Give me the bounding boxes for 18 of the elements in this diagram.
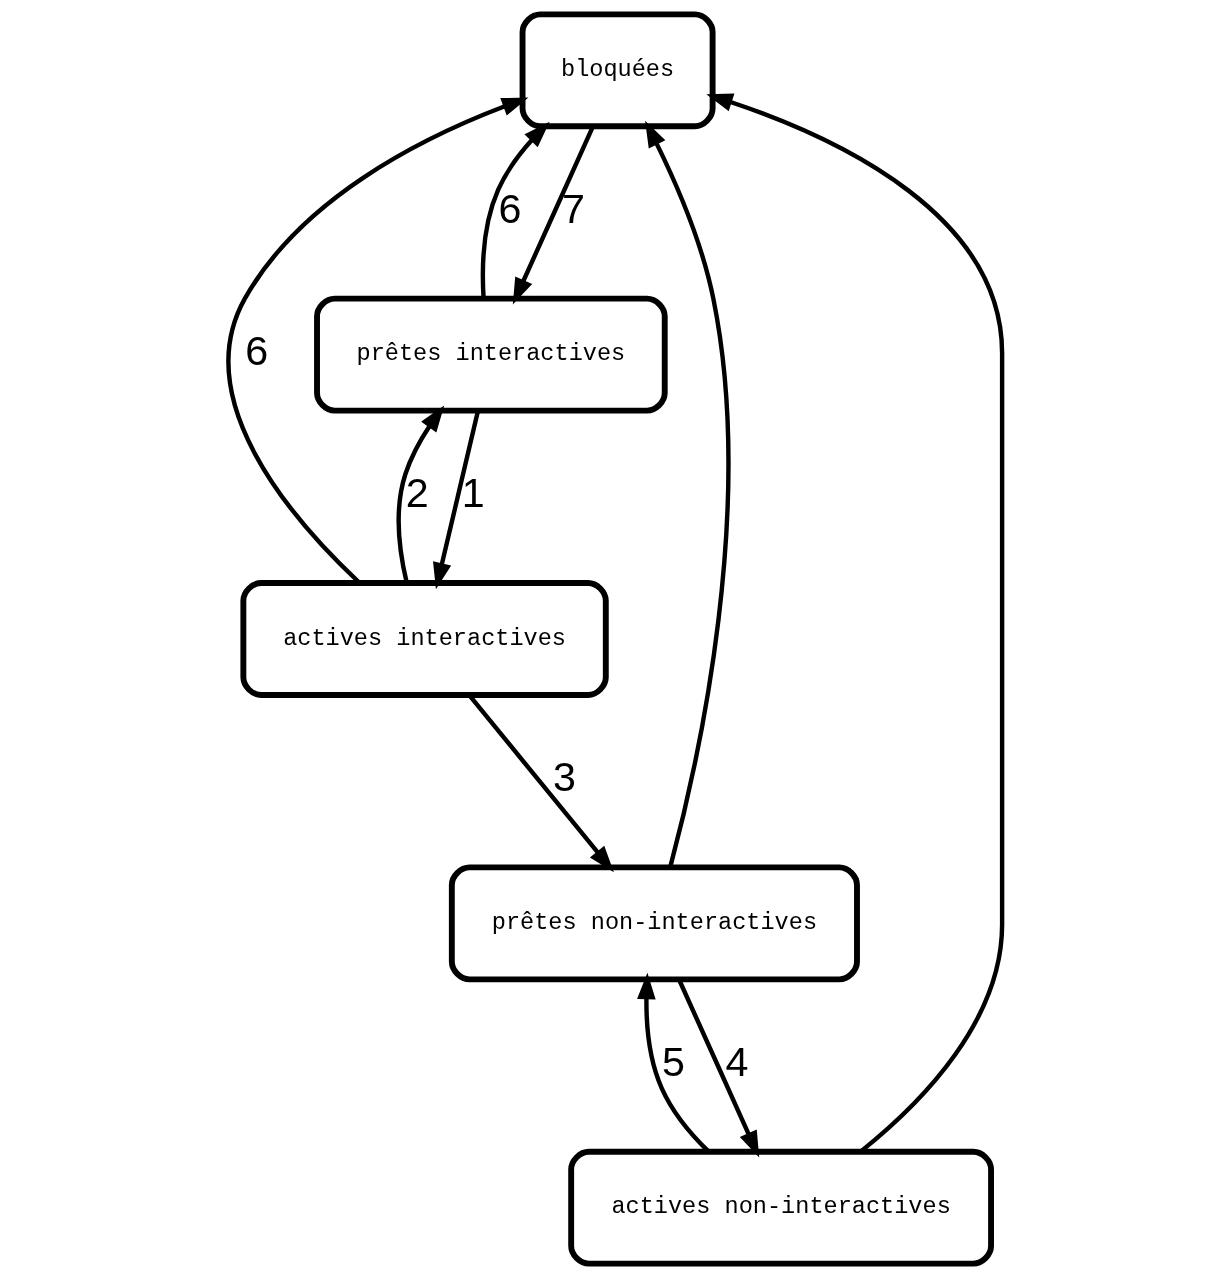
node-box: actives non-interactives xyxy=(567,1148,994,1267)
edge-label: 5 xyxy=(661,1038,685,1085)
node-box: actives interactives xyxy=(239,580,609,698)
edge-label: 6 xyxy=(498,185,521,232)
edge-label: 4 xyxy=(724,1038,748,1085)
arrow xyxy=(226,97,528,585)
arrow xyxy=(644,120,731,868)
node-box: prêtes interactives xyxy=(313,295,668,414)
arrow xyxy=(432,410,480,590)
arrow xyxy=(480,121,550,299)
edge-label: 3 xyxy=(552,754,576,801)
edge-label: 7 xyxy=(561,185,585,232)
edge-label: 1 xyxy=(461,469,485,516)
node-box: bloquées xyxy=(519,11,716,130)
arrow xyxy=(705,93,1004,1154)
edge-label: 6 xyxy=(244,327,268,374)
node-box: prêtes non-interactives xyxy=(448,864,860,983)
edge-label: 2 xyxy=(405,469,429,516)
